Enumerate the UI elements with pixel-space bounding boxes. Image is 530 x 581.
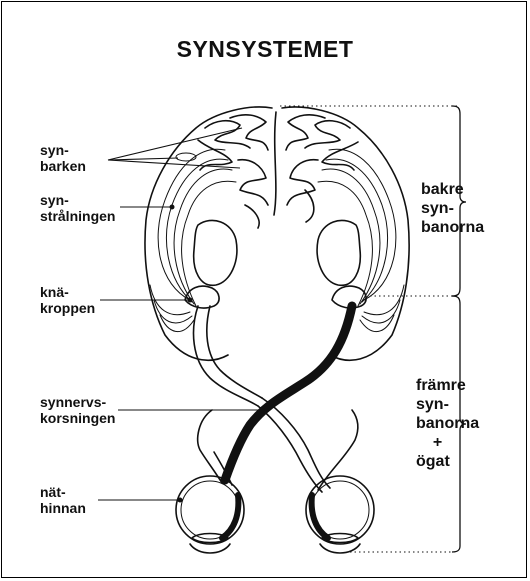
- midline: [274, 112, 276, 215]
- right-cornea: [320, 544, 360, 553]
- left-ventricle: [194, 220, 237, 285]
- label-framre-synbanorna: främre syn- banorna + ögat: [416, 376, 479, 471]
- label-knakroppen: knä- kroppen: [40, 284, 95, 316]
- label-bakre-synbanorna: bakre syn- banorna: [421, 180, 484, 237]
- crossing-nerve-outer: [258, 406, 322, 492]
- label-nathinnan: nät- hinnan: [40, 484, 86, 516]
- right-optic-radiation: [318, 149, 404, 331]
- left-cornea: [190, 544, 230, 553]
- pointer-synbarken-1: [108, 128, 242, 160]
- label-synbarken: syn- barken: [40, 142, 86, 174]
- right-optic-tract-black: [225, 306, 352, 480]
- left-geniculate-body: [185, 286, 219, 308]
- right-ventricle: [317, 220, 360, 285]
- left-optic-tract-inner: [207, 306, 262, 398]
- left-cortex-folds: [198, 115, 268, 228]
- left-optic-nerve-outer: [198, 410, 222, 483]
- label-korsningen: synnervs- korsningen: [40, 394, 115, 426]
- right-cortex-folds: [286, 115, 358, 222]
- label-synstralningen: syn- strålningen: [40, 192, 115, 224]
- crossing-nerve-inner: [262, 398, 330, 488]
- left-optic-radiation: [150, 149, 236, 331]
